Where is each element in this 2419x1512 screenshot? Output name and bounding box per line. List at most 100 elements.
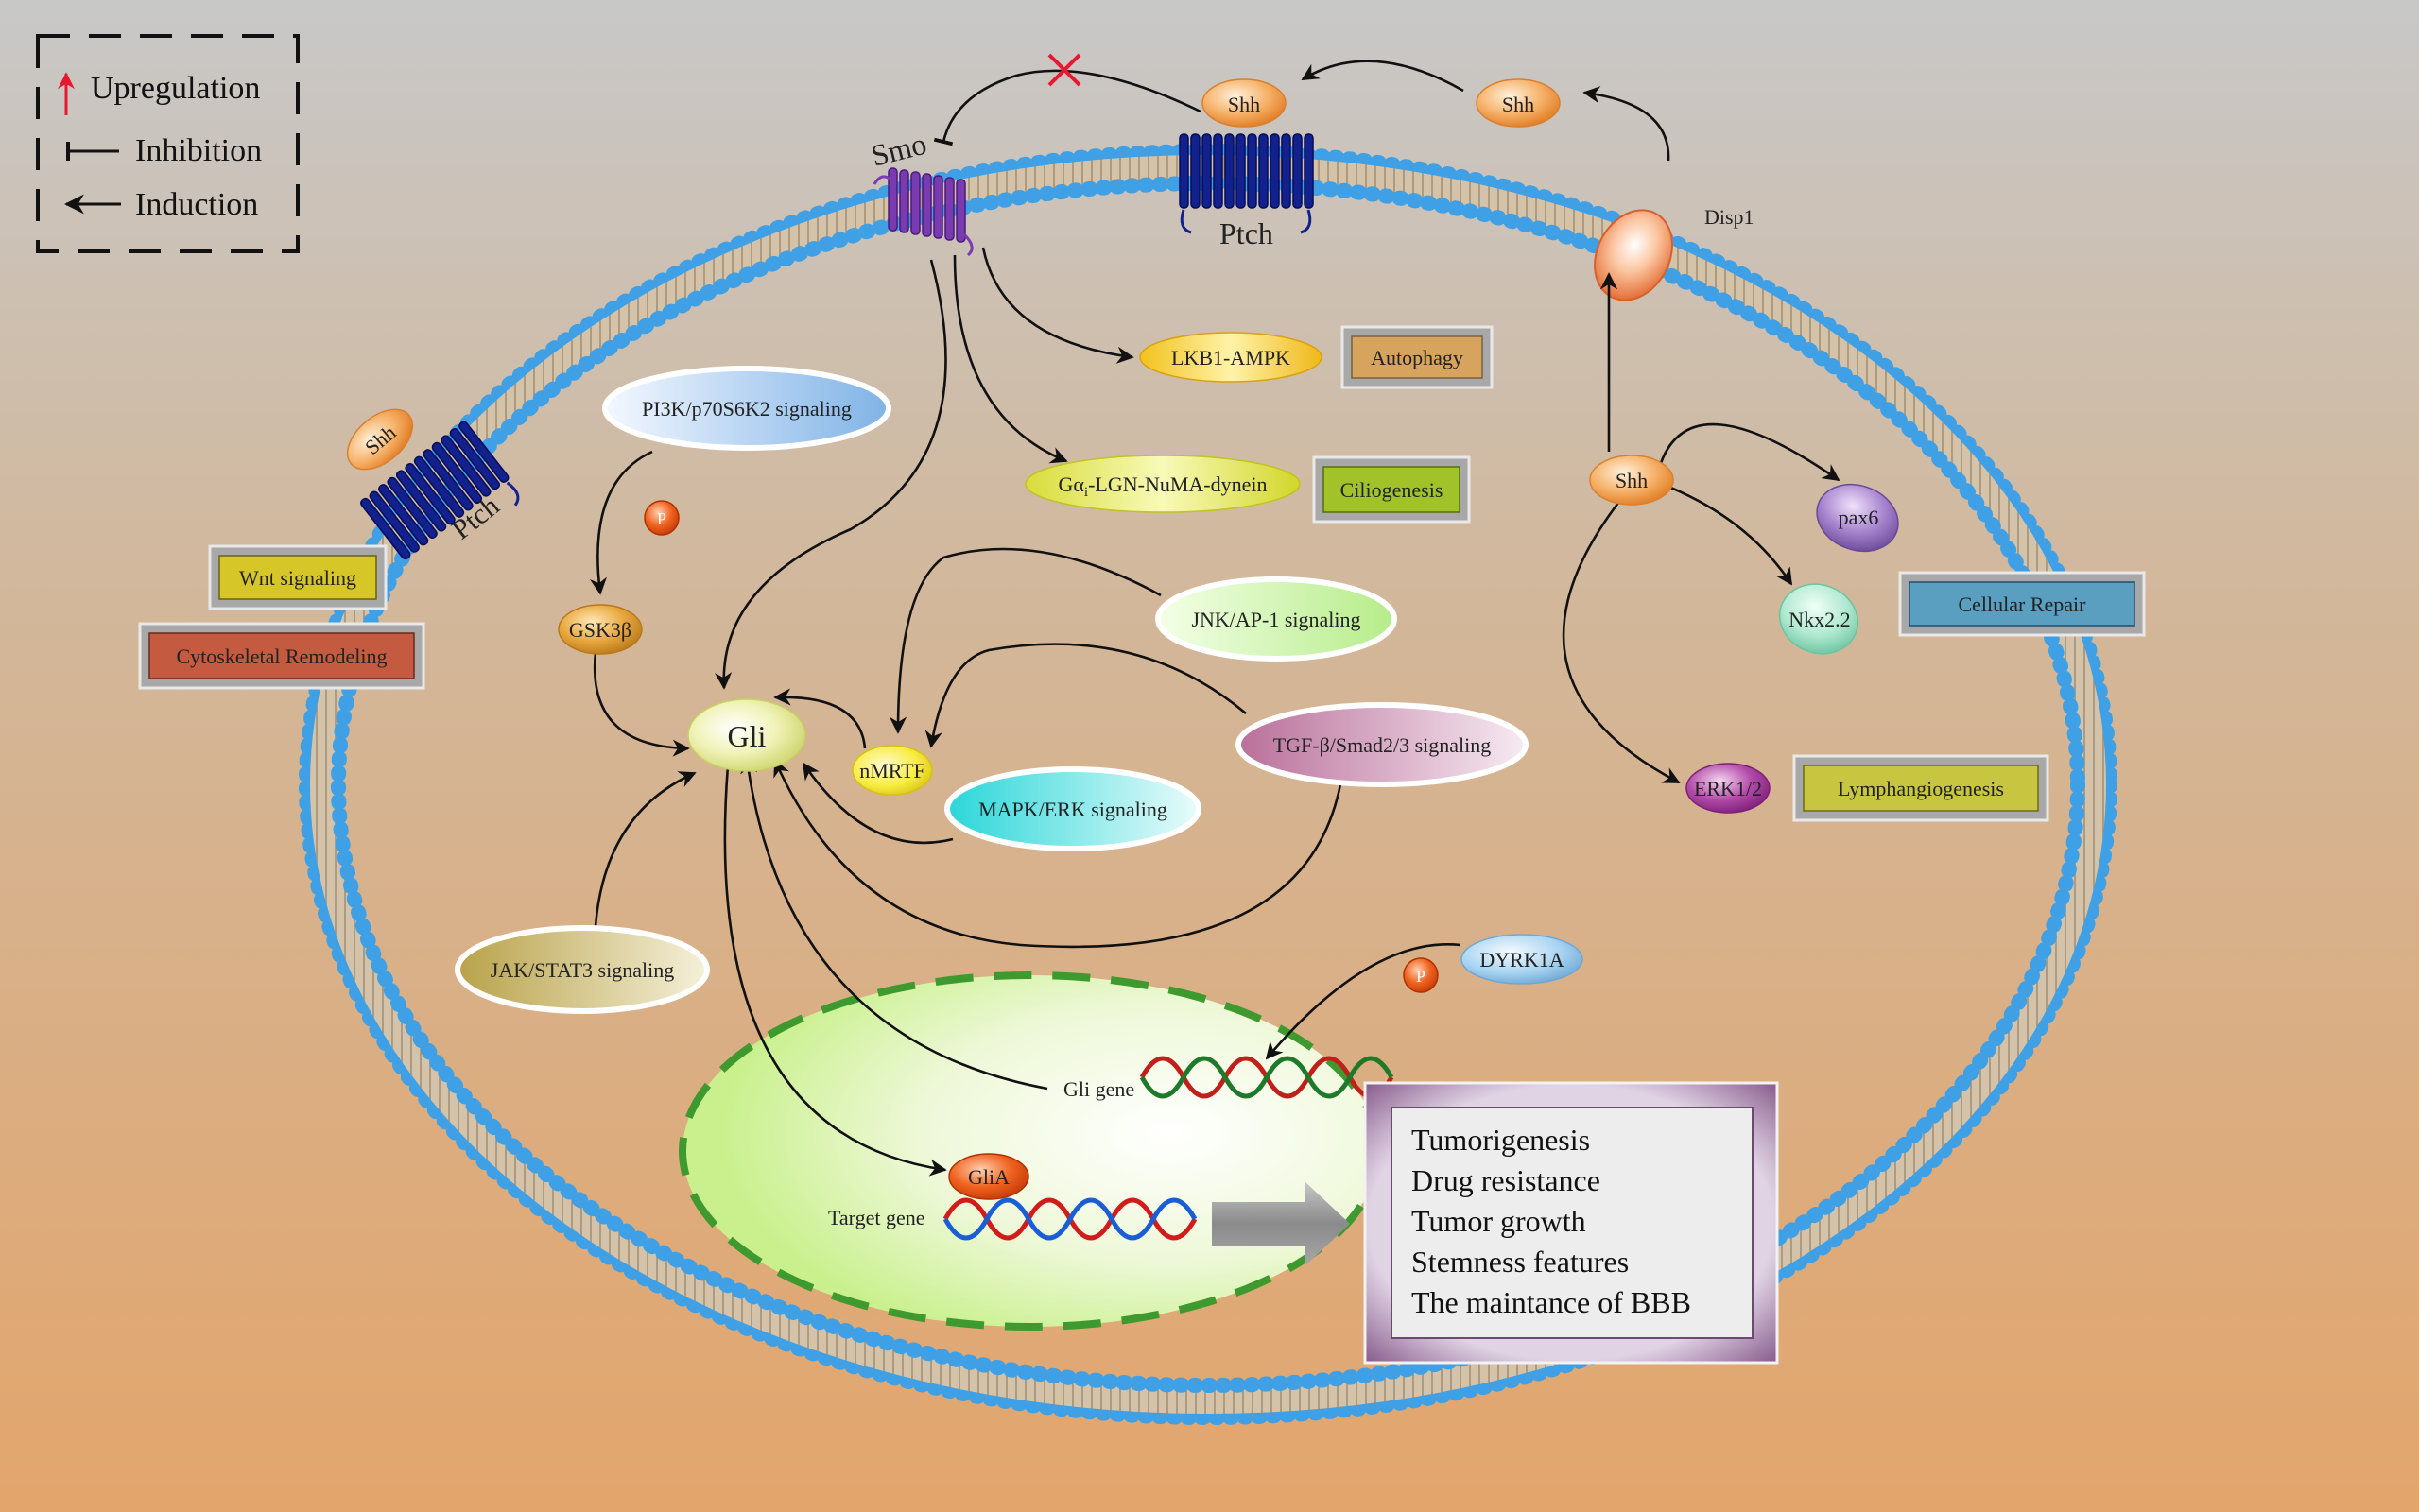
- outcome-arrow-icon: [1212, 1181, 1350, 1266]
- ptch-top-label: Ptch: [1219, 216, 1273, 250]
- pax6-label: pax6: [1839, 506, 1879, 529]
- gli-node: Gli: [687, 698, 806, 772]
- arrow-gsk3b-to-gli: [593, 651, 690, 757]
- erk12-label: ERK1/2: [1694, 777, 1762, 800]
- dyrk1a-label: DYRK1A: [1479, 948, 1564, 971]
- autophagy-box: Autophagy: [1340, 325, 1494, 389]
- result-item: Tumorigenesis: [1411, 1123, 1590, 1157]
- result-item: Tumor growth: [1411, 1204, 1586, 1238]
- pi3k-label: PI3K/p70S6K2 signaling: [642, 397, 852, 421]
- lkb1-label: LKB1-AMPK: [1171, 346, 1290, 369]
- result-item: Drug resistance: [1411, 1163, 1600, 1197]
- dyrk1a-node: DYRK1A: [1460, 934, 1583, 985]
- lkb1-ampk-node: LKB1-AMPK: [1139, 332, 1322, 383]
- jak-node: JAK/STAT3 signaling: [455, 925, 710, 1014]
- nucleus: Gli gene Target gene GliA: [679, 971, 1394, 1331]
- nkx22-label: Nkx2.2: [1788, 608, 1850, 631]
- phosphate-node: P: [644, 500, 680, 536]
- target-gene-label: Target gene: [828, 1206, 925, 1229]
- nkx22-node: Nkx2.2: [1778, 583, 1859, 655]
- cytoskeletal-box: Cytoskeletal Remodeling: [138, 622, 425, 690]
- ciliogenesis-box: Ciliogenesis: [1312, 455, 1471, 524]
- arrow-gligene-to-gli: [740, 756, 1048, 1091]
- arrow-pi3k-to-gsk3b: [589, 450, 653, 595]
- arrow-mapk-to-gli: [802, 762, 954, 845]
- result-item: The maintance of BBB: [1411, 1285, 1691, 1319]
- result-box: Tumorigenesis Drug resistance Tumor grow…: [1363, 1081, 1779, 1365]
- target-gene-dna: [942, 1197, 1198, 1241]
- tgf-node: TGF-β/Smad2/3 signaling: [1235, 702, 1529, 787]
- glia-label: GliA: [968, 1165, 1010, 1189]
- jnk-label: JNK/AP-1 signaling: [1191, 608, 1360, 631]
- jak-label: JAK/STAT3 signaling: [491, 958, 674, 982]
- cellular-repair-box: Cellular Repair: [1898, 571, 2146, 637]
- lymphangiogenesis-box: Lymphangiogenesis: [1792, 754, 2049, 822]
- inhibition-ptch-to-smo: [933, 69, 1201, 146]
- arrow-jnk-to-nmrtf: [889, 547, 1162, 734]
- autophagy-label: Autophagy: [1371, 346, 1463, 369]
- legend-inhibition: Inhibition: [135, 133, 262, 168]
- mapk-node: MAPK/ERK signaling: [944, 766, 1201, 851]
- arrow-shh-to-pax6: [1659, 422, 1840, 482]
- arrow-tgf-to-gli: [773, 759, 1342, 949]
- arrow-nmrtf-to-gli: [773, 688, 867, 749]
- arrow-shh-to-nkx22: [1667, 485, 1793, 586]
- ciliogenesis-label: Ciliogenesis: [1340, 478, 1443, 502]
- arrow-smo-to-galpha: [953, 254, 1068, 464]
- jnk-node: JNK/AP-1 signaling: [1155, 576, 1397, 662]
- arrow-shh-to-erk12: [1562, 502, 1681, 784]
- smo-receptor: Smo: [868, 127, 974, 257]
- shh-top-left: Shh: [1201, 78, 1287, 128]
- gsk3b-label: GSK3β: [569, 618, 631, 642]
- blocked-x-icon: [1047, 53, 1081, 87]
- shh-label: Shh: [1616, 469, 1648, 492]
- mapk-label: MAPK/ERK signaling: [978, 798, 1167, 821]
- nmrtf-node: nMRTF: [852, 745, 933, 796]
- legend: Upregulation Inhibition Induction: [36, 34, 300, 253]
- arrow-dyrk1a-to-gligene: [1265, 943, 1461, 1060]
- lymphangiogenesis-label: Lymphangiogenesis: [1838, 777, 2004, 800]
- legend-induction: Induction: [135, 187, 258, 222]
- nucleus-envelope: [679, 971, 1382, 1331]
- legend-upregulation: Upregulation: [91, 71, 260, 106]
- tgf-label: TGF-β/Smad2/3 signaling: [1273, 733, 1492, 757]
- gli-gene-label: Gli gene: [1063, 1077, 1134, 1101]
- ptch-top-receptor: Ptch: [1179, 133, 1314, 250]
- disp1-label: Disp1: [1704, 205, 1754, 229]
- arrow-smo-to-gli: [715, 259, 947, 690]
- legend-frame: [36, 34, 300, 253]
- gsk3b-node: GSK3β: [558, 604, 643, 655]
- signal-arrows: [589, 60, 1840, 1177]
- shh-label: Shh: [1502, 93, 1534, 116]
- erk12-node: ERK1/2: [1685, 763, 1771, 814]
- phosphate-label: P: [657, 509, 666, 528]
- arrow-tgf-to-nmrtf: [924, 643, 1247, 748]
- ptch-left-label: Ptch: [446, 490, 505, 546]
- shh-inner: Shh: [1589, 455, 1674, 506]
- smo-label: Smo: [868, 127, 930, 173]
- glia-node: [948, 1153, 1029, 1200]
- arrow-smo-to-lkb1: [981, 247, 1134, 364]
- arrow-disp1-to-shh: [1582, 86, 1670, 162]
- cytoskeletal-label: Cytoskeletal Remodeling: [176, 644, 387, 668]
- galpha-label: Gαi-LGN-NuMA-dynein: [1059, 472, 1268, 500]
- wnt-box: Wnt signaling: [208, 544, 388, 610]
- shh-left: Shh: [346, 408, 414, 471]
- phosphate-node: P: [1403, 957, 1439, 993]
- gli-gene-dna: [1139, 1056, 1394, 1099]
- cellular-repair-label: Cellular Repair: [1958, 593, 2086, 616]
- ptch-left-receptor: [360, 421, 520, 560]
- arrow-jak-to-gli: [594, 771, 697, 927]
- shh-top-right: Shh: [1476, 78, 1561, 128]
- wnt-label: Wnt signaling: [239, 566, 356, 590]
- phosphate-label: P: [1416, 967, 1425, 986]
- pax6-node: pax6: [1816, 483, 1899, 553]
- arrow-shh-to-shh: [1301, 60, 1464, 93]
- galpha-node: Gαi-LGN-NuMA-dynein: [1025, 455, 1301, 513]
- result-item: Stemness features: [1411, 1245, 1629, 1279]
- pi3k-node: PI3K/p70S6K2 signaling: [602, 366, 891, 451]
- nmrtf-label: nMRTF: [859, 759, 925, 782]
- shh-label: Shh: [1228, 93, 1260, 116]
